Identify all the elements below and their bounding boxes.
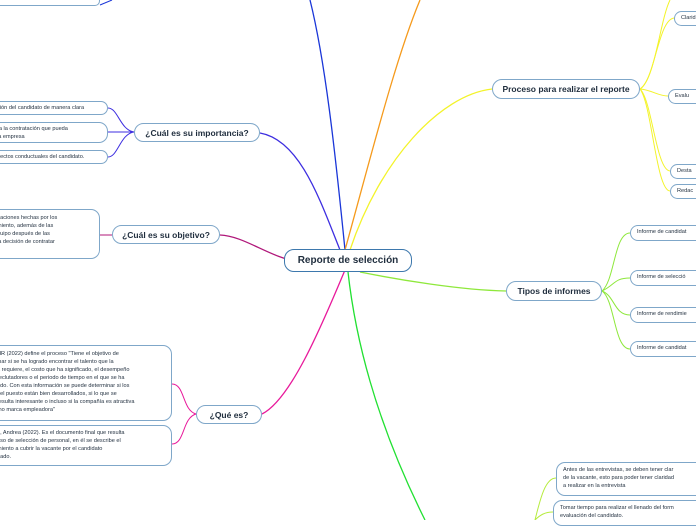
link-tipos-2 bbox=[601, 277, 631, 292]
link-que-es-2 bbox=[171, 413, 197, 445]
link-top-orange bbox=[344, 0, 421, 251]
root-topic[interactable]: Reporte de selección bbox=[284, 249, 412, 272]
link-que-es bbox=[261, 269, 346, 415]
link-importancia-1 bbox=[107, 107, 135, 133]
link-proceso-3 bbox=[639, 88, 671, 172]
importancia-item-3: pectos conductuales del candidato. bbox=[0, 150, 108, 164]
link-proceso-1 bbox=[639, 17, 675, 90]
que-es-item-2: o, Andrea (2022). Es el documento final … bbox=[0, 425, 172, 466]
link-tipos bbox=[359, 271, 507, 292]
proceso-item-3: Desta bbox=[670, 164, 696, 179]
proceso-item-2: Evalu bbox=[668, 89, 696, 104]
link-que-es-1 bbox=[171, 383, 197, 415]
link-proceso bbox=[349, 88, 493, 251]
link-bottom-2 bbox=[534, 511, 554, 520]
bottom-item-2: Tomar tiempo para realizar el llenado de… bbox=[553, 500, 696, 526]
link-bottom-1 bbox=[534, 477, 557, 520]
tipos-item-3: Informe de rendimie bbox=[630, 307, 696, 323]
tipos-item-2: Informe de selecció bbox=[630, 270, 696, 286]
topic-tipos[interactable]: Tipos de informes bbox=[506, 281, 602, 301]
link-proceso-4 bbox=[639, 88, 671, 192]
link-importancia bbox=[259, 132, 341, 251]
top-left-node bbox=[0, 0, 100, 6]
bottom-item-1: Antes de las entrevistas, se deben tener… bbox=[556, 462, 696, 496]
link-proceso-top bbox=[639, 0, 671, 90]
topic-proceso[interactable]: Proceso para realizar el reporte bbox=[492, 79, 640, 99]
link-tipos-3 bbox=[601, 290, 631, 316]
topic-importancia[interactable]: ¿Cuál es su importancia? bbox=[134, 123, 260, 142]
link-tipos-1 bbox=[601, 232, 631, 292]
proceso-item-4: Redac bbox=[670, 184, 696, 199]
importancia-item-1: ción del candidato de manera clara bbox=[0, 101, 108, 115]
link-tipos-4 bbox=[601, 290, 631, 350]
que-es-item-1: HR (2022) define el proceso "Tiene el ob… bbox=[0, 345, 172, 421]
objetivo-item-1: daciones hechas por los miento, además d… bbox=[0, 209, 100, 259]
topic-que-es[interactable]: ¿Qué es? bbox=[196, 405, 262, 424]
link-bottom-green bbox=[347, 271, 426, 520]
link-proceso-2 bbox=[639, 88, 669, 97]
tipos-item-1: Informe de candidat bbox=[630, 225, 696, 241]
tipos-item-4: Informe de candidat bbox=[630, 341, 696, 357]
importancia-item-2: ra la contratación que pueda la empresa bbox=[0, 122, 108, 143]
link-top-blue bbox=[309, 0, 346, 251]
link-importancia-3 bbox=[107, 131, 135, 158]
link-top-left-item bbox=[99, 0, 113, 6]
topic-objetivo[interactable]: ¿Cuál es su objetivo? bbox=[112, 225, 220, 244]
proceso-item-1: Clarid bbox=[674, 11, 696, 26]
